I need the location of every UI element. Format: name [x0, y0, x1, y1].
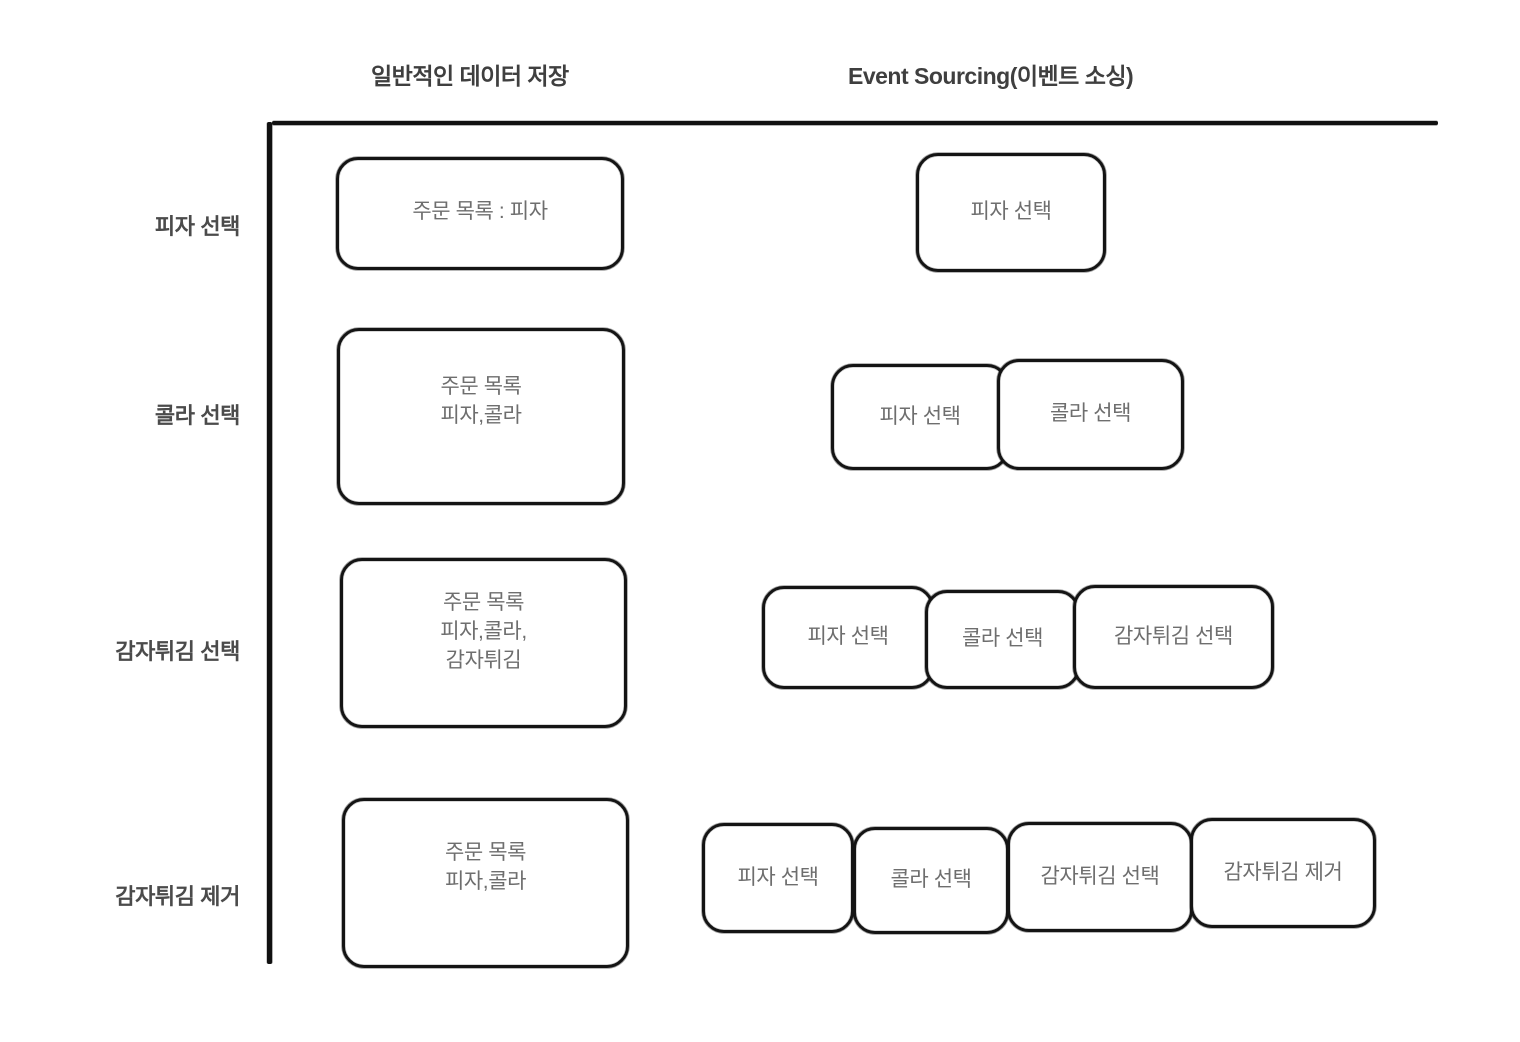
axis-horizontal-line — [272, 121, 1438, 125]
event-chip-r4-c2: 콜라 선택 — [853, 827, 1009, 934]
row-label-fries-remove: 감자튀김 제거 — [115, 884, 240, 909]
column-header-event-sourcing: Event Sourcing(이벤트 소싱) — [848, 63, 1134, 89]
traditional-box-row-2: 주문 목록 피자,콜라 — [337, 328, 625, 505]
event-chip-r2-c2: 콜라 선택 — [997, 359, 1184, 470]
traditional-box-row-3: 주문 목록 피자,콜라, 감자튀김 — [340, 558, 627, 728]
axis-vertical-line — [267, 122, 272, 964]
event-chip-r4-c4-text: 감자튀김 제거 — [1223, 860, 1343, 884]
traditional-box-row-3-text: 주문 목록 피자,콜라, 감자튀김 — [440, 591, 527, 672]
event-chip-r2-c1: 피자 선택 — [831, 364, 1009, 470]
row-label-pizza-select: 피자 선택 — [154, 214, 240, 239]
traditional-box-row-1: 주문 목록 : 피자 — [336, 157, 624, 270]
row-label-cola-select: 콜라 선택 — [154, 403, 240, 428]
traditional-box-row-4: 주문 목록 피자,콜라 — [342, 798, 629, 968]
event-chip-r3-c2-text: 콜라 선택 — [961, 627, 1044, 651]
event-chip-r4-c1: 피자 선택 — [702, 823, 854, 933]
event-chip-r4-c2-text: 콜라 선택 — [890, 868, 972, 892]
event-chip-r3-c2: 콜라 선택 — [925, 590, 1080, 689]
event-chip-r1-c1-text: 피자 선택 — [970, 200, 1052, 224]
event-chip-r4-c4: 감자튀김 제거 — [1190, 818, 1376, 928]
event-chip-r3-c3: 감자튀김 선택 — [1073, 585, 1274, 689]
event-chip-r4-c3: 감자튀김 선택 — [1007, 822, 1193, 932]
event-chip-r3-c3-text: 감자튀김 선택 — [1114, 624, 1233, 648]
event-chip-r4-c3-text: 감자튀김 선택 — [1040, 864, 1160, 888]
row-label-fries-select: 감자튀김 선택 — [115, 639, 240, 664]
event-chip-r3-c1: 피자 선택 — [762, 586, 934, 689]
event-chip-r4-c1-text: 피자 선택 — [737, 865, 819, 889]
column-header-traditional: 일반적인 데이터 저장 — [371, 63, 569, 89]
event-chip-r3-c1-text: 피자 선택 — [807, 625, 889, 649]
event-chip-r2-c2-text: 콜라 선택 — [1049, 402, 1132, 426]
traditional-box-row-4-text: 주문 목록 피자,콜라 — [444, 841, 527, 893]
traditional-box-row-1-text: 주문 목록 : 피자 — [412, 200, 548, 223]
event-chip-r2-c1-text: 피자 선택 — [879, 404, 961, 428]
traditional-box-row-2-text: 주문 목록 피자,콜라 — [440, 375, 522, 427]
event-chip-r1-c1: 피자 선택 — [916, 153, 1106, 272]
